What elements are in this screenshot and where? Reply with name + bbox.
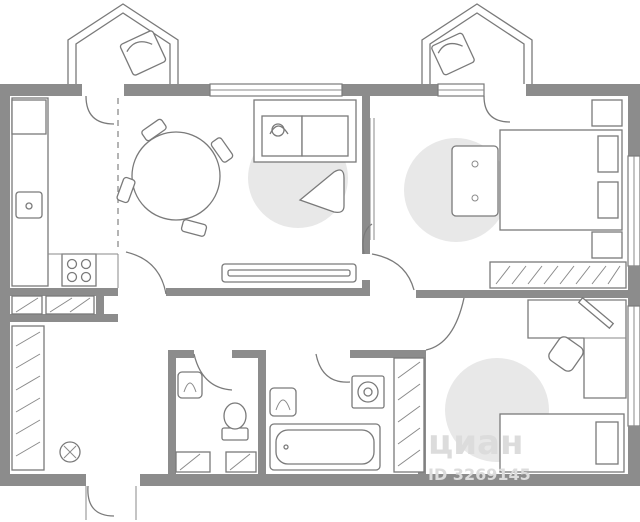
bathroom-sink — [269, 387, 297, 417]
bay-window-right — [421, 3, 533, 84]
cooktop — [61, 253, 97, 287]
living-room — [221, 99, 375, 283]
bedroom — [371, 95, 627, 291]
office-chair — [548, 336, 584, 372]
toilet-room — [175, 353, 257, 473]
storage-cabinet-2 — [45, 295, 95, 315]
hall-wardrobe — [11, 325, 45, 471]
dining-table — [131, 131, 221, 221]
bathroom-cabinet — [393, 357, 425, 473]
toilet — [221, 427, 249, 441]
kitchen — [11, 97, 119, 288]
study — [425, 296, 627, 473]
bay-window-left — [67, 3, 179, 84]
ottoman — [451, 145, 499, 217]
watermark-id: ID 3269145 — [428, 465, 531, 484]
coffee-table — [298, 169, 345, 214]
watermark-brand: циан — [428, 423, 523, 463]
bathroom — [269, 353, 425, 473]
walls — [0, 83, 640, 486]
watermark: циан ID 3269145 — [428, 423, 531, 484]
dining-set — [85, 95, 234, 237]
wc-sink — [177, 371, 203, 399]
corner-desk — [527, 299, 627, 399]
hall — [11, 251, 167, 520]
